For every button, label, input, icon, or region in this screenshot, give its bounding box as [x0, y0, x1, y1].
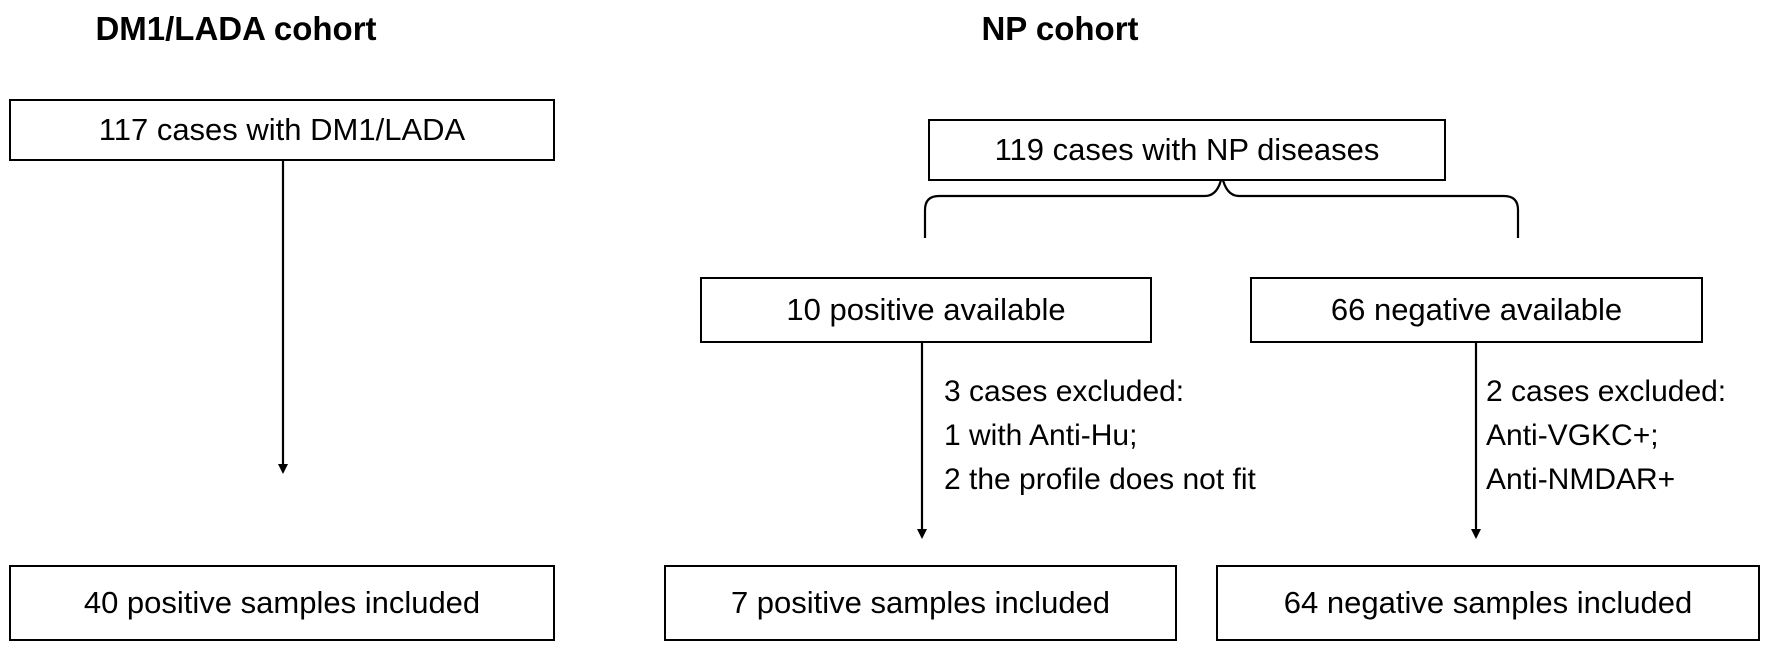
np-cohort-heading: NP cohort [981, 10, 1139, 47]
dm1-start-box: 117 cases with DM1/LADA [9, 99, 555, 161]
dm1-included-box: 40 positive samples included [9, 565, 555, 641]
negative-exclusion-line: Anti-NMDAR+ [1486, 463, 1676, 496]
np-positive-included-label: 7 positive samples included [730, 585, 1111, 620]
np-start-label: 119 cases with NP diseases [994, 132, 1380, 167]
np-positive-available-label: 10 positive available [786, 292, 1066, 327]
np-split-brace [923, 175, 1520, 238]
np-positive-available-box: 10 positive available [700, 277, 1152, 343]
np-negative-included-label: 64 negative samples included [1283, 585, 1693, 620]
positive-exclusion-line: 3 cases excluded: [944, 375, 1185, 408]
np-positive-included-box: 7 positive samples included [664, 565, 1177, 641]
positive-exclusion-note: 3 cases excluded: 1 with Anti-Hu; 2 the … [944, 370, 1256, 502]
positive-exclusion-line: 2 the profile does not fit [944, 463, 1256, 496]
negative-exclusion-line: Anti-VGKC+; [1486, 419, 1659, 452]
np-negative-available-box: 66 negative available [1250, 277, 1703, 343]
negative-exclusion-note: 2 cases excluded: Anti-VGKC+; Anti-NMDAR… [1486, 370, 1726, 502]
positive-exclusion-line: 1 with Anti-Hu; [944, 419, 1138, 452]
np-start-box: 119 cases with NP diseases [928, 119, 1446, 181]
np-negative-available-label: 66 negative available [1330, 292, 1623, 327]
dm1-start-label: 117 cases with DM1/LADA [98, 112, 466, 147]
dm1-cohort-heading: DM1/LADA cohort [95, 10, 377, 47]
negative-exclusion-line: 2 cases excluded: [1486, 375, 1727, 408]
dm1-included-label: 40 positive samples included [83, 585, 481, 620]
np-negative-included-box: 64 negative samples included [1216, 565, 1760, 641]
